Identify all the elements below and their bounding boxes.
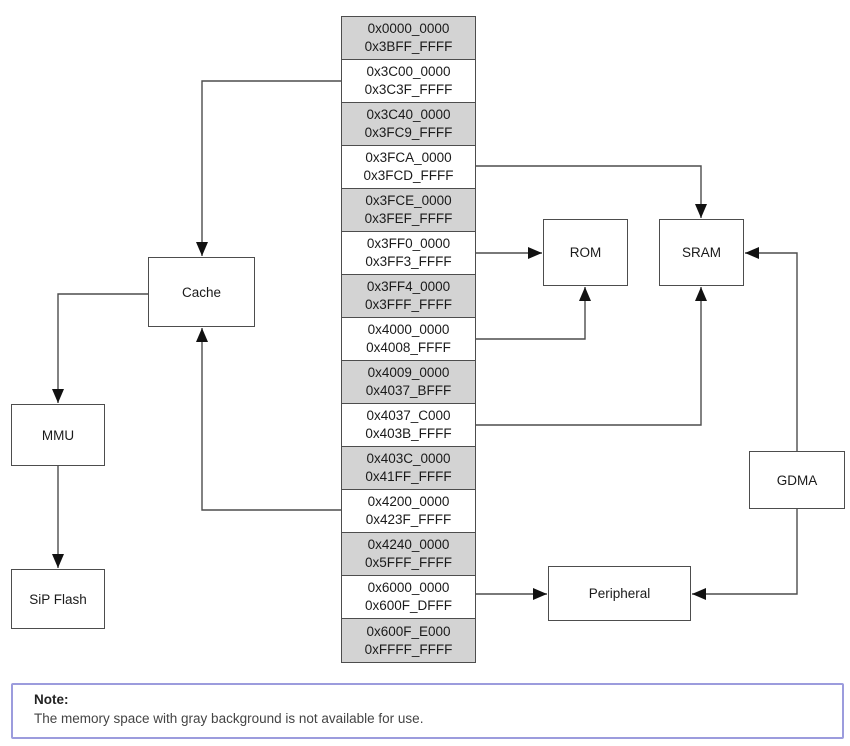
- memory-row-end: 0x3FFF_FFFF: [365, 297, 452, 312]
- memory-row: 0x3FCA_0000 0x3FCD_FFFF: [342, 146, 475, 189]
- sip-flash-block: SiP Flash: [11, 569, 105, 629]
- memory-row-start: 0x3FF4_0000: [366, 279, 451, 294]
- memory-row: 0x4200_0000 0x423F_FFFF: [342, 490, 475, 533]
- memory-row: 0x600F_E000 0xFFFF_FFFF: [342, 619, 475, 662]
- peripheral-block: Peripheral: [548, 566, 691, 621]
- memory-row-start: 0x3C40_0000: [366, 107, 451, 122]
- connector-row4-to-sram-top: [476, 165, 707, 218]
- memory-row-end: 0x3FC9_FFFF: [364, 125, 453, 140]
- memory-row-end: 0x3C3F_FFFF: [364, 82, 453, 97]
- memory-row-end: 0x41FF_FFFF: [365, 469, 452, 484]
- memory-row: 0x3FF0_0000 0x3FF3_FFFF: [342, 232, 475, 275]
- sram-label: SRAM: [681, 245, 721, 260]
- memory-row: 0x4009_0000 0x4037_BFFF: [342, 361, 475, 404]
- note-text: The memory space with gray background is…: [34, 711, 424, 726]
- connector-gdma-to-sram-right: [745, 247, 798, 451]
- memory-row-start: 0x4000_0000: [367, 322, 450, 337]
- gdma-block: GDMA: [749, 451, 845, 509]
- memory-row-end: 0x3FEF_FFFF: [364, 211, 453, 226]
- connector-row8-to-rom-bottom: [476, 287, 591, 340]
- mmu-label: MMU: [41, 427, 75, 443]
- memory-row-end: 0x4008_FFFF: [366, 340, 451, 355]
- memory-row-end: 0x600F_DFFF: [364, 598, 453, 613]
- memory-row-end: 0x5FFF_FFFF: [365, 555, 452, 570]
- cache-label: Cache: [181, 284, 222, 300]
- connector-cache-to-mmu: [52, 293, 148, 403]
- gdma-label: GDMA: [776, 472, 818, 488]
- memory-row-start: 0x600F_E000: [366, 623, 451, 639]
- memory-row-start: 0x4200_0000: [367, 494, 450, 509]
- note-box: Note: The memory space with gray backgro…: [11, 683, 844, 739]
- connector-row10-to-sram-bottom: [476, 287, 707, 426]
- memory-row-start: 0x3C00_0000: [366, 64, 451, 79]
- memory-row: 0x4240_0000 0x5FFF_FFFF: [342, 533, 475, 576]
- memory-row-end: 0x4037_BFFF: [365, 383, 452, 398]
- sram-block: SRAM: [659, 219, 744, 286]
- sip-flash-label: SiP Flash: [29, 591, 87, 607]
- memory-row-end: 0xFFFF_FFFF: [364, 641, 453, 657]
- memory-row-start: 0x0000_0000: [367, 21, 450, 36]
- memory-row-start: 0x3FCE_0000: [365, 193, 452, 208]
- memory-row-start: 0x4009_0000: [367, 365, 450, 380]
- connector-row2-to-cache-top: [196, 80, 341, 256]
- note-title: Note:: [34, 692, 69, 707]
- memory-row: 0x3FCE_0000 0x3FEF_FFFF: [342, 189, 475, 232]
- memory-row-start: 0x6000_0000: [367, 580, 450, 595]
- memory-address-column: 0x0000_0000 0x3BFF_FFFF 0x3C00_0000 0x3C…: [341, 16, 476, 663]
- peripheral-label: Peripheral: [588, 586, 651, 601]
- memory-row: 0x4037_C000 0x403B_FFFF: [342, 404, 475, 447]
- memory-row-end: 0x3FCD_FFFF: [363, 168, 454, 183]
- cache-block: Cache: [148, 257, 255, 327]
- memory-row-end: 0x3BFF_FFFF: [364, 39, 453, 54]
- connector-gdma-to-peripheral-right: [692, 509, 798, 600]
- rom-block: ROM: [543, 219, 628, 286]
- memory-row: 0x3FF4_0000 0x3FFF_FFFF: [342, 275, 475, 318]
- memory-row-end: 0x423F_FFFF: [365, 512, 452, 527]
- memory-row: 0x403C_0000 0x41FF_FFFF: [342, 447, 475, 490]
- memory-row-start: 0x4037_C000: [366, 408, 451, 423]
- mmu-block: MMU: [11, 404, 105, 466]
- memory-row-end: 0x3FF3_FFFF: [365, 254, 452, 269]
- rom-label: ROM: [569, 245, 602, 260]
- memory-row: 0x4000_0000 0x4008_FFFF: [342, 318, 475, 361]
- memory-row-end: 0x403B_FFFF: [365, 426, 452, 441]
- memory-row-start: 0x3FCA_0000: [365, 150, 452, 165]
- memory-row-start: 0x403C_0000: [366, 451, 451, 466]
- memory-row: 0x3C00_0000 0x3C3F_FFFF: [342, 60, 475, 103]
- memory-row: 0x3C40_0000 0x3FC9_FFFF: [342, 103, 475, 146]
- memory-row: 0x0000_0000 0x3BFF_FFFF: [342, 17, 475, 60]
- memory-row: 0x6000_0000 0x600F_DFFF: [342, 576, 475, 619]
- memory-row-start: 0x3FF0_0000: [366, 236, 451, 251]
- connector-row12-to-cache-bottom: [196, 328, 341, 511]
- memory-row-start: 0x4240_0000: [367, 537, 450, 552]
